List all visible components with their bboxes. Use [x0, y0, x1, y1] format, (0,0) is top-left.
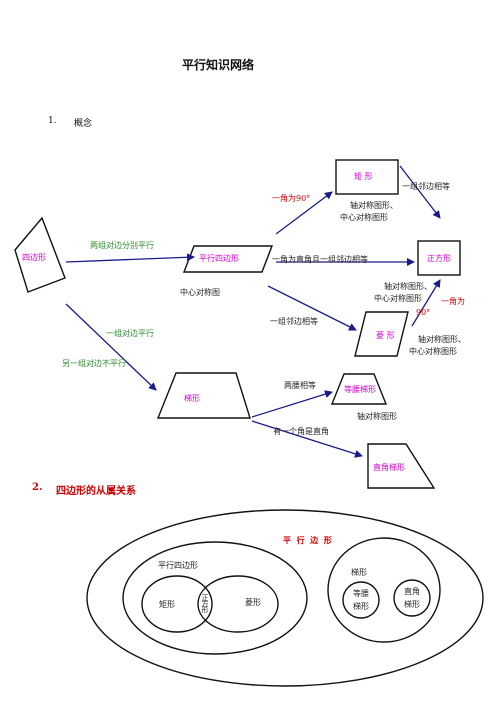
rectangle-note-1: 轴对称图形、 [350, 201, 398, 210]
quadrilateral-label: 四边形 [22, 253, 46, 262]
arrow-rectangle-to-square [399, 165, 441, 219]
square-label: 正方形 [427, 254, 451, 263]
venn-rectangle-ellipse [141, 575, 213, 633]
edge-other-pair-not-parallel: 另一组对边不平行 [62, 359, 126, 368]
isosceles-trapezoid-label: 等腰梯形 [344, 385, 376, 394]
square-note-2: 中心对称图形 [374, 294, 422, 303]
rectangle-note-2: 中心对称图形 [340, 213, 388, 222]
square-note-1: 轴对称图形、 [384, 282, 432, 291]
section2-label: 四边形的从属关系 [56, 486, 136, 497]
arrow-parallelogram-to-rhombus [267, 285, 357, 331]
edge-rhombus-angle-value: 90° [416, 308, 431, 317]
venn-rectangle-label: 矩形 [159, 600, 175, 609]
edge-rhombus-angle-prefix: 一角为 [441, 297, 465, 306]
trapezoid-shape [156, 372, 251, 419]
section2-number: 2. [32, 482, 43, 493]
page-title: 平行知识网络 [182, 58, 255, 72]
section1-label: 概念 [74, 119, 93, 129]
venn-right-label-1: 直角 [404, 587, 420, 596]
arrow-trapezoid-to-isosceles [251, 390, 333, 418]
rhombus-note-2: 中心对称图形 [409, 347, 457, 356]
venn-outer-ellipse [86, 509, 484, 687]
right-trapezoid-label: 直角梯形 [373, 463, 405, 472]
venn-rhombus-label: 菱形 [245, 598, 261, 607]
edge-angle-90: 一角为90° [272, 193, 310, 204]
edge-adjacent-equal: 一组邻边相等 [270, 317, 318, 326]
venn-isosceles-circle [342, 581, 380, 619]
venn-right-label-2: 梯形 [404, 600, 420, 609]
venn-rhombus-ellipse [197, 575, 279, 633]
arrow-parallelogram-to-rectangle [275, 191, 333, 235]
venn-right-circle [393, 579, 431, 617]
arrow-rhombus-to-square [411, 279, 441, 327]
trapezoid-label: 梯形 [184, 394, 200, 403]
arrow-trapezoid-to-right [251, 420, 363, 458]
square-shape [417, 240, 461, 276]
parallelogram-shape [182, 245, 274, 273]
section1-number: 1. [48, 116, 57, 126]
venn-trapezoid-label: 梯形 [351, 568, 367, 577]
edge-angle-90-value: 90° [296, 194, 311, 203]
isosceles-trapezoid-shape [330, 373, 388, 405]
rectangle-shape [335, 159, 399, 195]
rectangle-label: 矩 形 [354, 172, 373, 181]
edge-right-angle-adjacent-equal: 一角为直角且一组邻边相等 [272, 255, 368, 264]
arrow-quad-to-trapezoid [65, 303, 157, 391]
venn-outer-label: 平 行 边 形 [283, 535, 332, 545]
venn-isosceles-label-1: 等腰 [353, 589, 369, 598]
edge-has-right-angle: 有一个角是直角 [273, 427, 329, 436]
venn-trapezoid-ellipse [327, 537, 441, 643]
edge-two-pairs-parallel: 两组对边分别平行 [90, 241, 154, 250]
edge-angle-90-prefix: 一角为 [272, 194, 296, 203]
edge-rectangle-adjacent-equal: 一组邻边相等 [402, 182, 450, 191]
right-trapezoid-shape [367, 443, 436, 489]
arrow-quad-to-parallelogram [65, 253, 195, 263]
venn-parallelogram-ellipse [122, 541, 308, 655]
rhombus-shape [354, 311, 409, 357]
parallelogram-label: 平行四边形 [199, 254, 239, 263]
edge-legs-equal: 两腰相等 [284, 381, 316, 390]
rhombus-note-1: 轴对称图形、 [418, 335, 466, 344]
isosceles-note: 轴对称图形 [357, 412, 397, 421]
edge-one-pair-parallel: 一组对边平行 [106, 329, 154, 338]
quadrilateral-shape [14, 216, 66, 293]
venn-square-label: 正方形 [201, 594, 209, 612]
central-symmetric-label: 中心对称图 [180, 288, 220, 297]
venn-parallelogram-label: 平行四边形 [158, 561, 198, 570]
venn-isosceles-label-2: 梯形 [353, 602, 369, 611]
rhombus-label: 菱 形 [376, 331, 395, 340]
